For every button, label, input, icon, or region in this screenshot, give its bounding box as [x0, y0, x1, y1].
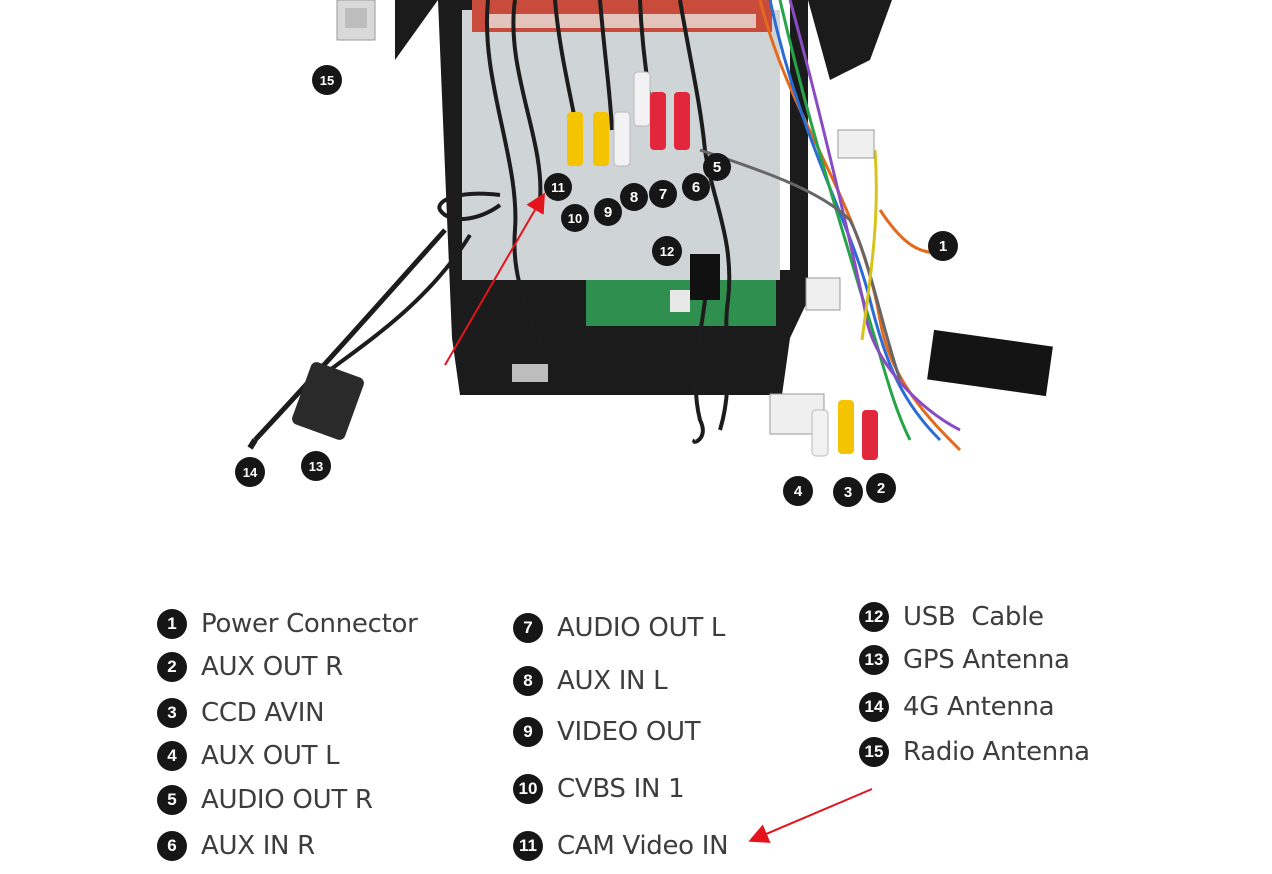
- legend-item-5: 5 AUDIO OUT R: [157, 783, 373, 817]
- callout-7: 7: [649, 180, 677, 208]
- callout-14: 14: [235, 457, 265, 487]
- svg-text:1: 1: [939, 238, 947, 255]
- legend-label: USB Cable: [903, 602, 1044, 632]
- legend-label: AUX OUT R: [201, 652, 343, 682]
- legend-item-12: 12 USB Cable: [859, 600, 1044, 634]
- svg-text:4: 4: [794, 483, 803, 500]
- legend-badge: 15: [859, 737, 889, 767]
- svg-text:12: 12: [660, 244, 674, 259]
- svg-text:15: 15: [320, 73, 334, 88]
- legend-badge: 3: [157, 698, 187, 728]
- callout-2: 2: [866, 473, 896, 503]
- legend-item-7: 7 AUDIO OUT L: [513, 611, 725, 645]
- usb-cable: [690, 254, 720, 444]
- callout-9: 9: [594, 198, 622, 226]
- legend-badge: 13: [859, 645, 889, 675]
- svg-text:2: 2: [877, 480, 885, 497]
- legend-badge: 14: [859, 692, 889, 722]
- legend-badge: 1: [157, 609, 187, 639]
- callout-4: 4: [783, 476, 813, 506]
- svg-text:8: 8: [630, 189, 638, 206]
- legend-item-15: 15 Radio Antenna: [859, 735, 1090, 769]
- legend-badge: 11: [513, 831, 543, 861]
- svg-text:9: 9: [604, 204, 612, 221]
- arrow-to-callout-11: [444, 192, 546, 366]
- legend-item-8: 8 AUX IN L: [513, 664, 668, 698]
- power-connectors: [769, 129, 1053, 435]
- arrow-to-cam-video-in: [748, 788, 873, 843]
- callout-13: 13: [301, 451, 331, 481]
- legend-item-10: 10 CVBS IN 1: [513, 772, 685, 806]
- legend-label: AUX IN R: [201, 831, 315, 861]
- rca-connectors-bottom: [811, 400, 878, 460]
- legend-item-2: 2 AUX OUT R: [157, 650, 343, 684]
- legend-badge: 8: [513, 666, 543, 696]
- legend-label: Radio Antenna: [903, 737, 1090, 767]
- legend-label: Power Connector: [201, 609, 418, 639]
- callout-11: 11: [544, 173, 572, 201]
- callout-15: 15: [312, 65, 342, 95]
- svg-text:6: 6: [692, 179, 700, 196]
- legend-badge: 2: [157, 652, 187, 682]
- radio-antenna-plug: [336, 0, 376, 41]
- svg-text:14: 14: [243, 465, 258, 480]
- legend-badge: 4: [157, 741, 187, 771]
- legend-item-9: 9 VIDEO OUT: [513, 715, 701, 749]
- legend-item-13: 13 GPS Antenna: [859, 643, 1070, 677]
- svg-text:10: 10: [568, 211, 582, 226]
- legend-item-14: 14 4G Antenna: [859, 690, 1055, 724]
- legend-badge: 5: [157, 785, 187, 815]
- callout-5: 5: [703, 153, 731, 181]
- legend-label: AUDIO OUT R: [201, 785, 373, 815]
- callout-10: 10: [561, 204, 589, 232]
- wire-harness: [699, 0, 962, 452]
- legend-label: AUDIO OUT L: [557, 613, 726, 643]
- legend-badge: 10: [513, 774, 543, 804]
- callout-12: 12: [652, 236, 682, 266]
- legend-label: GPS Antenna: [903, 645, 1070, 675]
- callout-6: 6: [682, 173, 710, 201]
- legend-badge: 12: [859, 602, 889, 632]
- legend-item-4: 4 AUX OUT L: [157, 739, 340, 773]
- legend-label: VIDEO OUT: [557, 717, 701, 747]
- legend-label: CAM Video IN: [557, 831, 729, 861]
- legend-badge: 9: [513, 717, 543, 747]
- svg-text:3: 3: [844, 484, 852, 501]
- legend-label: AUX OUT L: [201, 741, 340, 771]
- legend-label: CCD AVIN: [201, 698, 325, 728]
- legend-item-6: 6 AUX IN R: [157, 829, 315, 863]
- legend-item-1: 1 Power Connector: [157, 607, 418, 641]
- legend-badge: 6: [157, 831, 187, 861]
- svg-text:13: 13: [309, 459, 323, 474]
- callout-3: 3: [833, 477, 863, 507]
- legend-label: 4G Antenna: [903, 692, 1055, 722]
- svg-text:7: 7: [659, 186, 667, 203]
- svg-text:5: 5: [713, 159, 721, 176]
- legend-label: AUX IN L: [557, 666, 668, 696]
- callout-8: 8: [620, 183, 648, 211]
- svg-text:11: 11: [551, 180, 565, 195]
- legend-label: CVBS IN 1: [557, 774, 685, 804]
- callout-1: 1: [928, 231, 958, 261]
- legend-item-3: 3 CCD AVIN: [157, 696, 325, 730]
- antennas: [247, 362, 364, 450]
- legend-item-11: 11 CAM Video IN: [513, 829, 729, 863]
- rca-connectors-top: [567, 71, 690, 167]
- legend-badge: 7: [513, 613, 543, 643]
